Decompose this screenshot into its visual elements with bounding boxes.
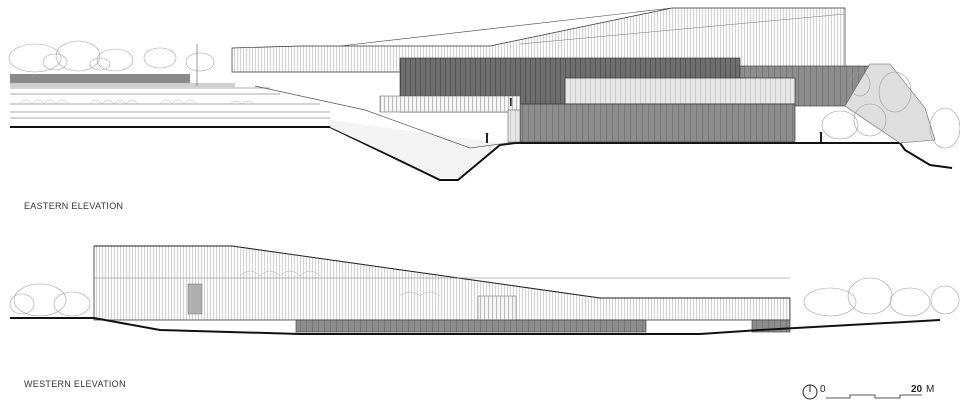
western-trees-left <box>9 283 91 317</box>
eastern-terraces <box>10 87 330 119</box>
eastern-right-hill <box>844 63 936 144</box>
eastern-lower-band-left <box>379 95 521 113</box>
scale-bar: 0 20 M <box>802 384 934 400</box>
eastern-low-building-left <box>10 74 190 83</box>
scale-end-label: 20 <box>911 384 923 395</box>
eastern-elevation-label: EASTERN ELEVATION <box>24 201 123 211</box>
eastern-stair-block <box>507 109 521 143</box>
western-roof-line <box>94 245 790 299</box>
eastern-sloped-glass-roof <box>231 7 846 73</box>
western-interior-trees <box>239 270 441 297</box>
eastern-elevation <box>8 7 960 181</box>
eastern-roof-edge-2 <box>519 13 846 45</box>
western-elevation-label: WESTERN ELEVATION <box>24 379 126 389</box>
scale-ticks <box>826 394 922 399</box>
western-ground-line <box>10 317 941 335</box>
eastern-low-building-left-top <box>10 83 235 87</box>
eastern-ramp-line <box>254 85 516 149</box>
eastern-figures <box>485 97 823 143</box>
eastern-ground-fill <box>330 120 500 178</box>
eastern-terrace-plants <box>19 99 255 105</box>
western-elevation <box>9 245 960 335</box>
western-interior-screen <box>477 295 517 321</box>
eastern-roof-edge <box>339 7 673 47</box>
scale-unit-label: M <box>926 384 934 395</box>
western-podium <box>295 319 647 333</box>
north-arrow-icon <box>802 384 818 400</box>
eastern-ground-line <box>10 126 953 181</box>
western-interior-panel <box>187 283 203 315</box>
eastern-lower-band <box>519 103 796 143</box>
scale-start-label: 0 <box>820 384 826 395</box>
western-trees-right <box>803 277 960 317</box>
eastern-light-box <box>564 77 796 105</box>
eastern-trees-left <box>8 40 215 73</box>
eastern-trees-right <box>821 71 960 149</box>
